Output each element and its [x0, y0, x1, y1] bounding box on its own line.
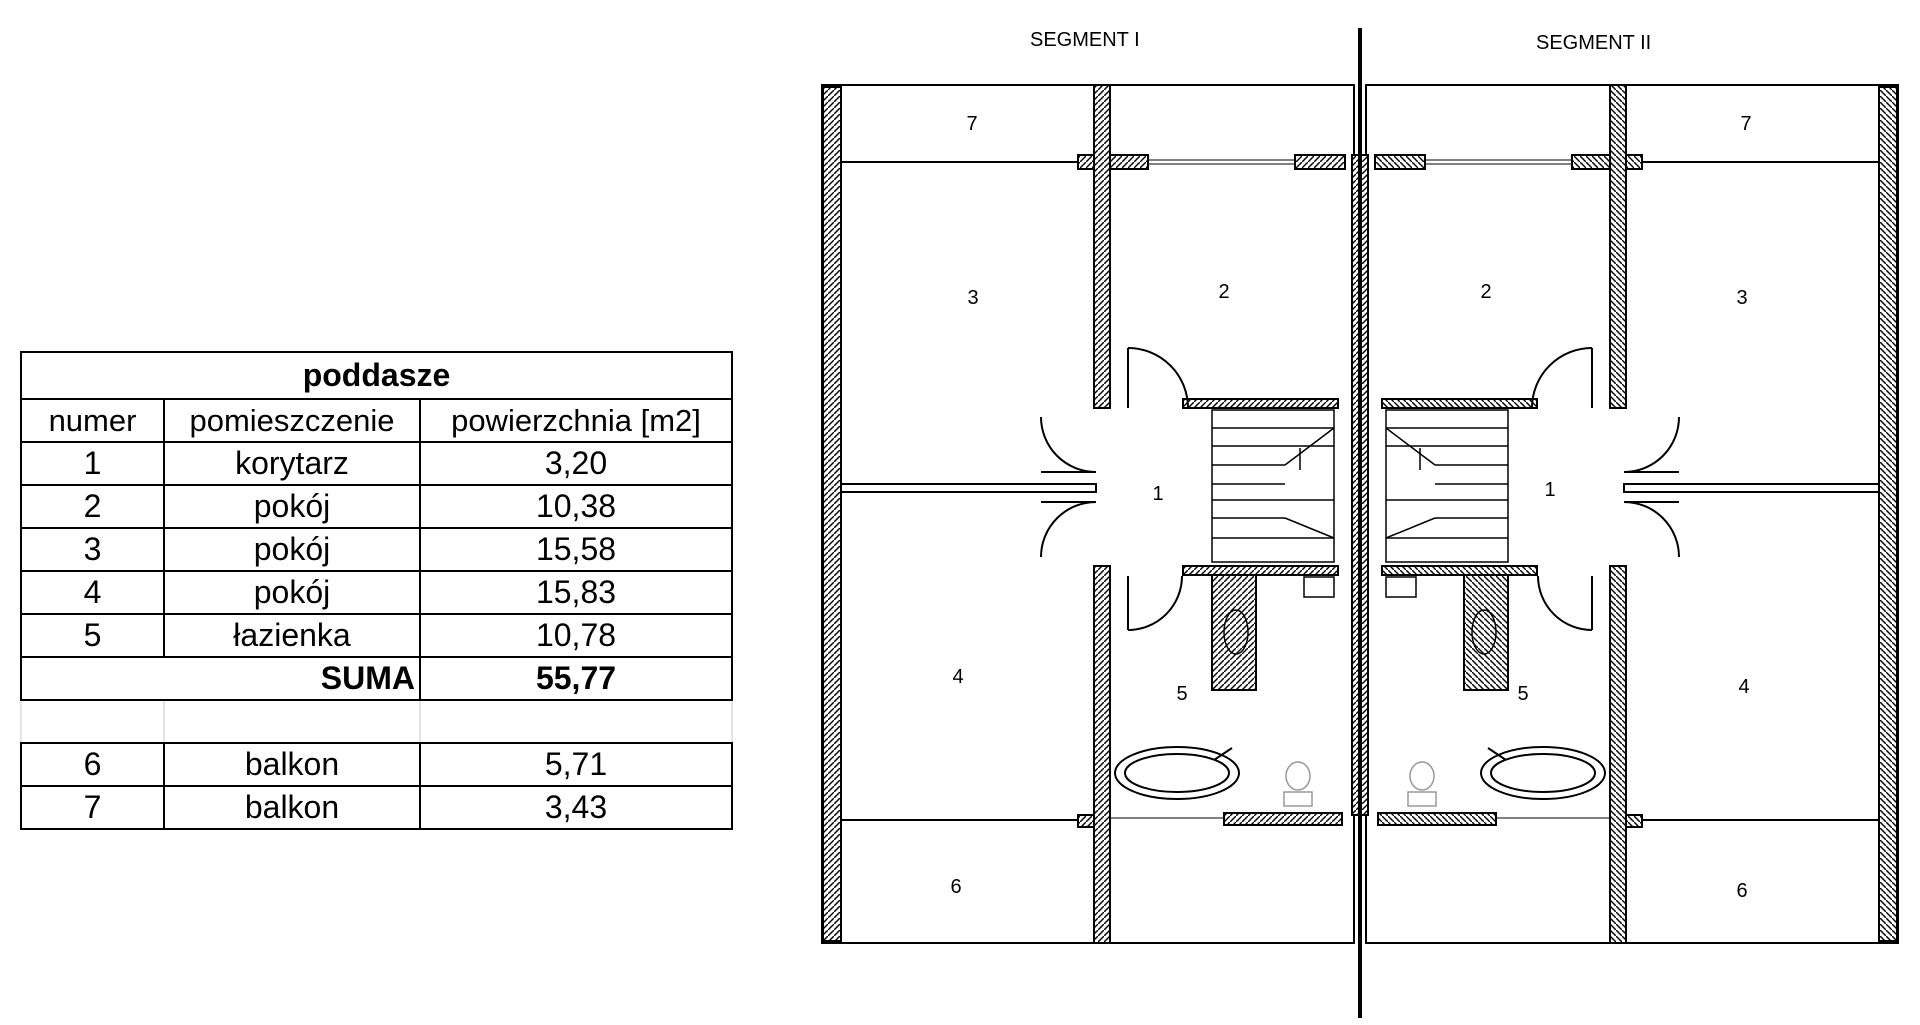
area-table: poddasze numer pomieszczenie powierzchni…: [20, 351, 733, 830]
row-number: 5: [20, 613, 165, 658]
room-label-1: 1: [1152, 483, 1163, 505]
sum-row: SUMA 55,77: [20, 656, 733, 701]
fixture: [1303, 576, 1335, 598]
wall: [1093, 565, 1111, 944]
wall: [1623, 483, 1880, 493]
row-area: 5,71: [419, 742, 733, 787]
segment-label-right: SEGMENT II: [1536, 32, 1651, 54]
outer-wall: [822, 86, 842, 942]
wall: [1182, 398, 1339, 409]
room-label-4: 4: [1738, 676, 1749, 698]
room-label-5: 5: [1176, 683, 1187, 705]
row-room: pokój: [163, 484, 421, 529]
room-label-7: 7: [1740, 113, 1751, 135]
sum-value: 55,77: [419, 656, 733, 701]
staircase: [1385, 409, 1509, 563]
wall: [1571, 154, 1643, 170]
spacer-row: [20, 699, 733, 744]
bathtub: [1480, 746, 1606, 800]
bathtub: [1114, 746, 1240, 800]
room-label-3: 3: [1736, 287, 1747, 309]
sum-label: SUMA: [20, 656, 421, 701]
row-room: korytarz: [163, 441, 421, 486]
row-area: 10,38: [419, 484, 733, 529]
wall: [1377, 812, 1497, 826]
wall: [840, 483, 1097, 493]
row-area: 15,83: [419, 570, 733, 615]
toilet: [1407, 761, 1437, 807]
fixture: [1385, 576, 1417, 598]
row-room: balkon: [163, 742, 421, 787]
wall: [1211, 574, 1257, 691]
table-row: 5 łazienka 10,78: [20, 613, 733, 658]
row-number: 3: [20, 527, 165, 572]
table-row: 2 pokój 10,38: [20, 484, 733, 529]
wall: [1093, 84, 1111, 409]
wall: [1609, 565, 1627, 944]
wall: [1077, 154, 1149, 170]
header-room: pomieszczenie: [163, 398, 421, 443]
room-label-4: 4: [952, 666, 963, 688]
table-row: 4 pokój 15,83: [20, 570, 733, 615]
outer-wall: [1878, 86, 1898, 942]
room-label-6: 6: [1736, 880, 1747, 902]
doors: [1531, 347, 1680, 631]
row-area: 15,58: [419, 527, 733, 572]
row-number: 6: [20, 742, 165, 787]
room-label-1: 1: [1544, 479, 1555, 501]
row-area: 3,20: [419, 441, 733, 486]
room-label-2: 2: [1218, 281, 1229, 303]
table-row: 7 balkon 3,43: [20, 785, 733, 830]
header-area: powierzchnia [m2]: [419, 398, 733, 443]
row-room: balkon: [163, 785, 421, 830]
wall: [1223, 812, 1343, 826]
room-label-6: 6: [950, 876, 961, 898]
room-label-7: 7: [966, 113, 977, 135]
row-number: 2: [20, 484, 165, 529]
row-area: 3,43: [419, 785, 733, 830]
row-number: 4: [20, 570, 165, 615]
wall: [1381, 398, 1538, 409]
wall: [1463, 574, 1509, 691]
room-label-5: 5: [1517, 683, 1528, 705]
header-number: numer: [20, 398, 165, 443]
table-row: 3 pokój 15,58: [20, 527, 733, 572]
table-row: 6 balkon 5,71: [20, 742, 733, 787]
row-area: 10,78: [419, 613, 733, 658]
segment-right-plan: [1365, 84, 1899, 944]
table-row: 1 korytarz 3,20: [20, 441, 733, 486]
room-label-2: 2: [1480, 281, 1491, 303]
toilet: [1283, 761, 1313, 807]
row-room: pokój: [163, 527, 421, 572]
table-header-row: numer pomieszczenie powierzchnia [m2]: [20, 398, 733, 443]
wall: [1294, 154, 1346, 170]
row-number: 7: [20, 785, 165, 830]
wall: [1374, 154, 1426, 170]
wall: [1381, 565, 1538, 576]
row-room: łazienka: [163, 613, 421, 658]
washbasin: [1223, 609, 1249, 655]
wall: [1609, 84, 1627, 409]
room-label-3: 3: [967, 287, 978, 309]
staircase: [1211, 409, 1335, 563]
row-number: 1: [20, 441, 165, 486]
segment-label-left: SEGMENT I: [1030, 29, 1140, 51]
wall: [1182, 565, 1339, 576]
washbasin: [1471, 609, 1497, 655]
row-room: pokój: [163, 570, 421, 615]
table-title: poddasze: [20, 351, 733, 400]
doors: [1040, 347, 1189, 631]
segment-left-plan: 7 3 2 1 4 5 6: [821, 84, 1355, 944]
